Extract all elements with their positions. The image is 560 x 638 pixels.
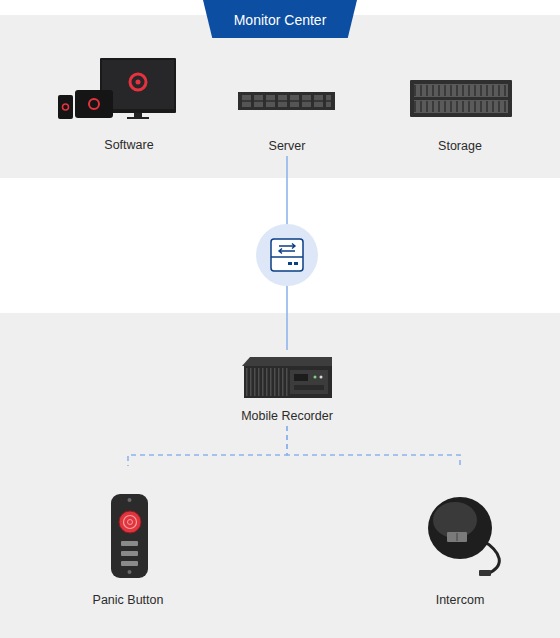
dome-highlight <box>433 502 477 538</box>
recorder-top <box>242 357 332 366</box>
network-link <box>286 156 288 350</box>
grille-divider <box>457 533 458 541</box>
server-divider <box>242 100 331 102</box>
dashed-link <box>287 426 460 466</box>
storage-illustration <box>410 80 512 117</box>
recorder-device: Mobile Recorder <box>222 350 352 426</box>
screw-hole <box>128 570 132 574</box>
switch-port <box>294 262 298 265</box>
app-logo <box>130 74 146 90</box>
panic-button-device: Panic Button <box>78 466 178 610</box>
section-tab: Monitor Center <box>203 0 357 38</box>
status-led <box>314 376 317 379</box>
drive-row <box>414 100 508 113</box>
app-logo <box>63 104 69 110</box>
switch-body <box>271 239 303 271</box>
monitor-frame <box>100 58 176 113</box>
button-ring <box>124 516 137 529</box>
status-led <box>320 376 323 379</box>
switch-arrow <box>279 249 295 254</box>
intercom-cable <box>482 540 499 574</box>
switch-circle <box>256 224 318 286</box>
server-chassis <box>238 92 335 110</box>
intercom-dome <box>428 497 492 559</box>
device-caption: Software <box>54 137 204 153</box>
indicator-strip <box>121 551 138 556</box>
monitor-base <box>127 117 149 119</box>
field-band <box>0 313 560 638</box>
device-caption: Server <box>232 138 342 154</box>
device-caption: Storage <box>400 138 520 154</box>
phone <box>58 95 73 119</box>
recorder-body <box>244 366 332 398</box>
software-device: Software <box>54 55 204 155</box>
screw-hole <box>128 498 132 502</box>
monitor-stand <box>134 113 142 117</box>
app-logo <box>136 80 141 85</box>
device-caption: Mobile Recorder <box>222 408 352 424</box>
storage-device: Storage <box>400 72 520 156</box>
switch-port <box>288 262 292 265</box>
drive-slots <box>414 85 508 96</box>
dashed-link <box>128 426 287 466</box>
speaker-grille <box>447 532 467 542</box>
indicator-strip <box>121 541 138 546</box>
monitor-center-band: Monitor CenterSoftware Server Storage <box>0 0 560 178</box>
app-logo <box>89 99 99 109</box>
server-device: Server <box>232 80 342 156</box>
switch-arrow <box>279 244 295 249</box>
panel-slot <box>294 385 324 390</box>
device-caption: Panic Button <box>78 592 178 608</box>
heat-sink <box>246 368 288 396</box>
storage-chassis <box>410 80 512 117</box>
switch-divider <box>271 256 303 258</box>
switch-icon <box>256 224 318 286</box>
button-ring <box>128 520 133 525</box>
intercom-illustration <box>428 497 499 576</box>
drive-row <box>414 84 508 97</box>
front-panel <box>290 370 328 394</box>
cable-plug <box>479 570 491 576</box>
monitor-screen <box>102 60 174 109</box>
server-illustration <box>238 92 335 110</box>
indicator-strip <box>121 561 138 566</box>
panic-button-illustration <box>111 494 148 578</box>
tablet <box>75 90 113 118</box>
button-housing <box>111 494 148 578</box>
red-button <box>119 511 141 533</box>
panel-slot <box>294 374 308 381</box>
device-caption: Intercom <box>410 592 510 608</box>
intercom-device: Intercom <box>410 466 510 610</box>
recorder-illustration <box>242 357 332 398</box>
drive-slots <box>414 101 508 112</box>
server-bays <box>242 95 331 107</box>
software-illustration <box>58 58 176 119</box>
